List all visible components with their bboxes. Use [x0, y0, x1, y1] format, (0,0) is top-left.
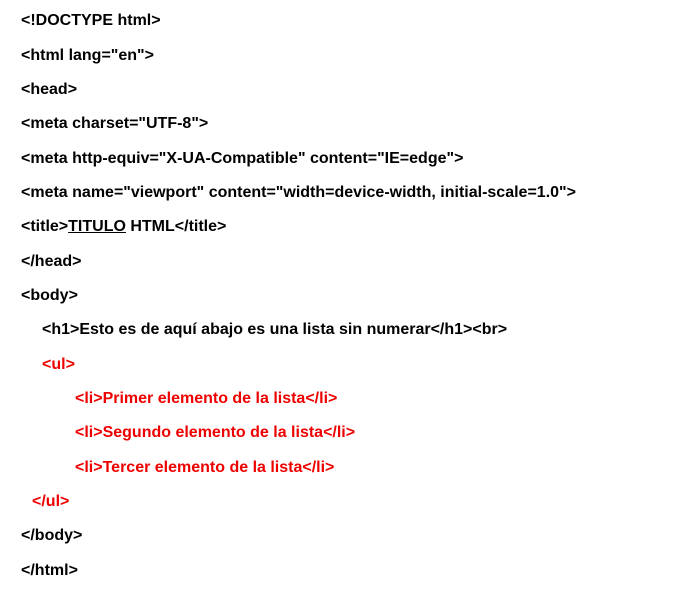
code-line-meta-viewport: <meta name="viewport" content="width=dev… [21, 184, 576, 201]
code-line-head-open: <head> [21, 81, 78, 98]
code-line-li-2: <li>Segundo elemento de la lista</li> [75, 424, 356, 441]
code-line-li-3: <li>Tercer elemento de la lista</li> [75, 459, 335, 476]
code-line-title: <title>TITULO HTML</title> [21, 217, 226, 237]
code-line-h1: <h1>Esto es de aquí abajo es una lista s… [42, 321, 508, 338]
code-line-ul-close: </ul> [32, 493, 70, 510]
code-line-ul-open: <ul> [42, 356, 75, 373]
title-rest: HTML</title> [125, 218, 227, 235]
code-line-html-close: </html> [21, 562, 78, 579]
code-line-body-open: <body> [21, 287, 78, 304]
code-line-html-open: <html lang="en"> [21, 47, 154, 64]
code-line-head-close: </head> [21, 253, 82, 270]
code-line-doctype: <!DOCTYPE html> [21, 12, 161, 29]
code-line-body-close: </body> [21, 527, 83, 544]
code-line-meta-charset: <meta charset="UTF-8"> [21, 115, 209, 132]
code-line-meta-http-equiv: <meta http-equiv="X-UA-Compatible" conte… [21, 150, 464, 167]
title-open-tag: <title> [21, 218, 69, 235]
title-text-underlined: TITULO [68, 218, 126, 235]
code-line-li-1: <li>Primer elemento de la lista</li> [75, 390, 338, 407]
